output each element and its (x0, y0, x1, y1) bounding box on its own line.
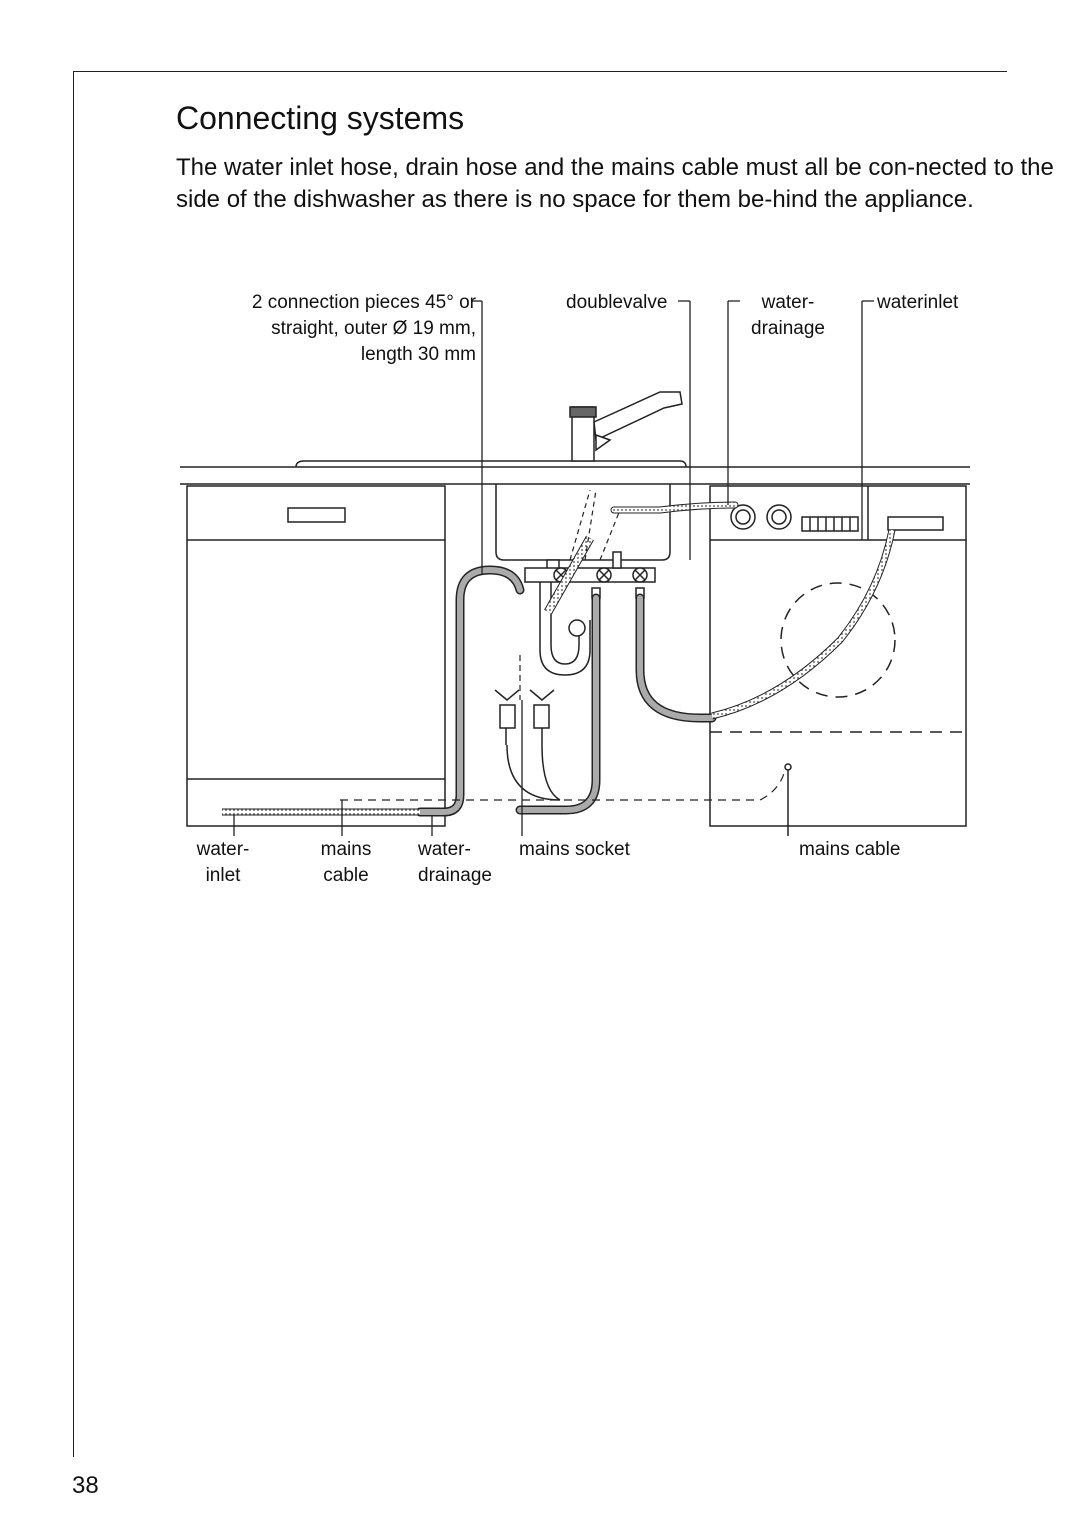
dotted-hoses (222, 489, 896, 816)
label-waterinlet: waterinlet (876, 292, 959, 313)
label-connection-pieces-2: straight, outer Ø 19 mm, (271, 318, 476, 339)
label-doublevalve: doublevalve (566, 292, 667, 313)
washing-machine (709, 485, 967, 836)
sink-basin (495, 484, 671, 561)
label-connection-pieces-1: 2 connection pieces 45° or (252, 292, 477, 313)
hose-lines (415, 501, 739, 817)
page-title: Connecting systems (176, 100, 465, 136)
label-water-inlet-1: water- (196, 839, 250, 860)
label-water-drainage-top-1: water- (761, 292, 815, 313)
label-water-drainage-top-2: drainage (751, 318, 825, 339)
installation-diagram: 2 connection pieces 45° or straight, out… (180, 292, 970, 886)
page-number: 38 (72, 1472, 99, 1499)
label-mains-cable-1: mains (321, 839, 372, 860)
label-mains-socket: mains socket (519, 839, 631, 860)
page-frame-left (73, 71, 74, 1457)
dishwasher (186, 485, 446, 827)
page-frame-top (73, 71, 1007, 72)
intro-paragraph: The water inlet hose, drain hose and the… (176, 154, 1054, 213)
mains-plug-icons (494, 689, 561, 801)
label-water-drainage-bottom-2: drainage (418, 865, 492, 886)
leader-lines (233, 300, 874, 836)
worktop (180, 460, 970, 485)
label-mains-cable-right: mains cable (799, 839, 900, 860)
label-water-inlet-2: inlet (206, 865, 242, 886)
label-connection-pieces-3: length 30 mm (361, 344, 476, 365)
label-mains-cable-2: cable (323, 865, 368, 886)
double-valve-icon (524, 551, 656, 599)
label-water-drainage-bottom-1: water- (417, 839, 471, 860)
mixer-tap-icon (569, 391, 683, 462)
